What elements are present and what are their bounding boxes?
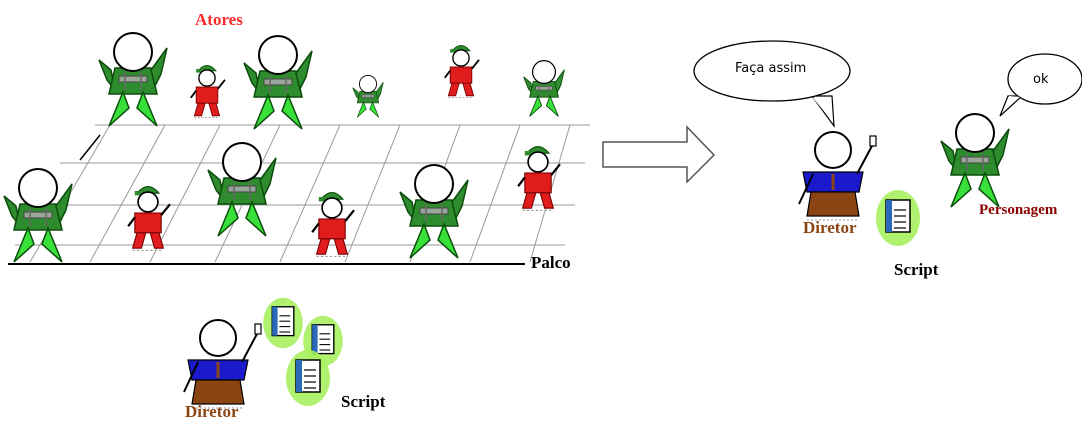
director-left (182, 318, 263, 410)
script-icon-3 (285, 349, 331, 407)
green-actor-7 (399, 164, 469, 259)
red-actor-1 (189, 64, 226, 119)
character-label: Personagem (979, 202, 1058, 218)
character-speech-bubble (999, 53, 1082, 117)
director-right-label: Diretor (803, 218, 857, 237)
character-figure (940, 113, 1010, 208)
green-actor-1 (98, 32, 168, 127)
script-icon-1 (262, 297, 304, 349)
director-speech-bubble (693, 40, 851, 129)
green-actor-4 (522, 59, 566, 118)
green-actor-3 (352, 74, 384, 118)
stage-left-edge (79, 134, 101, 161)
director-left-label: Diretor (185, 402, 239, 421)
director-speech-text: Faça assim (735, 61, 807, 76)
red-actor-5 (517, 145, 562, 212)
right-arrow-icon (602, 125, 716, 184)
green-actor-6 (207, 142, 277, 237)
script-icon-right (875, 189, 921, 247)
script-right-label: Script (894, 260, 939, 279)
red-actor-4 (311, 191, 356, 258)
director-right (797, 130, 878, 222)
red-actor-3 (127, 185, 172, 252)
actor-group (3, 32, 566, 263)
green-actor-2 (243, 35, 313, 130)
stage-label: Palco (531, 253, 571, 272)
red-actor-2 (443, 44, 480, 99)
actors-label: Atores (195, 10, 243, 29)
script-left-label: Script (341, 392, 386, 411)
character-speech-text: ok (1033, 72, 1049, 87)
stage-grid (15, 124, 590, 263)
